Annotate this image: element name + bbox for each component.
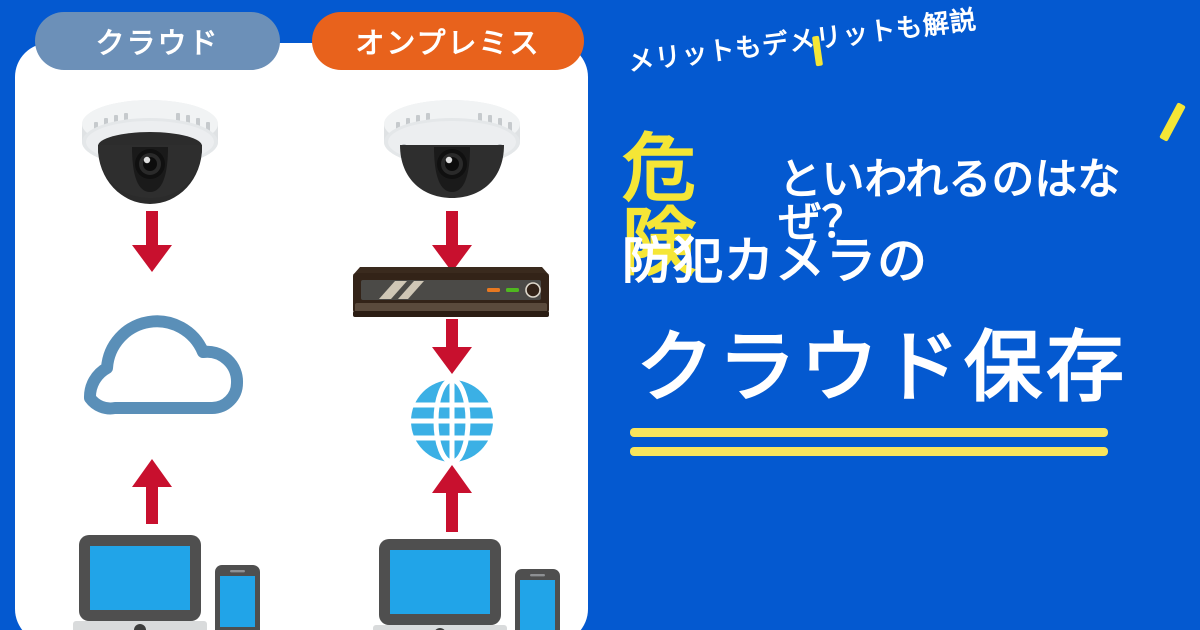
diagram-tabs: クラウド オンプレミス	[0, 0, 620, 80]
monitor-and-phone-icon	[373, 539, 560, 630]
headline-panel: メリットもデメリットも解説 危険 といわれるのはなぜ？ 防犯カメラの クラウド保…	[600, 0, 1200, 630]
cloud-storage-icon	[84, 315, 243, 415]
headline-line-3: クラウド保存	[636, 323, 1129, 411]
nvr-recorder-icon	[353, 267, 549, 317]
security-camera-icon	[82, 100, 218, 204]
monitor-and-phone-icon	[73, 535, 260, 630]
underline-bar-bottom	[630, 447, 1108, 456]
internet-globe-icon	[411, 377, 493, 465]
security-camera-icon	[384, 100, 520, 198]
underline-bar-top	[630, 428, 1108, 437]
kicker-text: メリットもデメリットも解説	[626, 4, 979, 77]
tab-cloud[interactable]: クラウド	[35, 12, 280, 70]
headline-highlight: 危険	[622, 127, 697, 284]
diagram-card	[15, 43, 588, 630]
headline-line-1-rest: といわれるのはなぜ？	[778, 156, 1121, 247]
kicker-block: メリットもデメリットも解説	[600, 4, 1200, 142]
on-premise-column	[353, 100, 560, 630]
tab-on-premise[interactable]: オンプレミス	[312, 12, 584, 70]
cloud-column	[73, 100, 260, 630]
arrow-devices-to-globe-icon	[432, 465, 472, 532]
arrow-nvr-to-globe-icon	[432, 319, 472, 374]
headline-line-2: 防犯カメラの	[622, 233, 928, 289]
diagram-illustration	[73, 100, 560, 630]
arrow-devices-to-cloud-icon	[132, 459, 172, 524]
arrow-camera-to-nvr-icon	[432, 211, 472, 272]
headline-line-1: 危険 といわれるのはなぜ？	[622, 132, 1200, 280]
arrow-camera-to-cloud-icon	[132, 211, 172, 272]
